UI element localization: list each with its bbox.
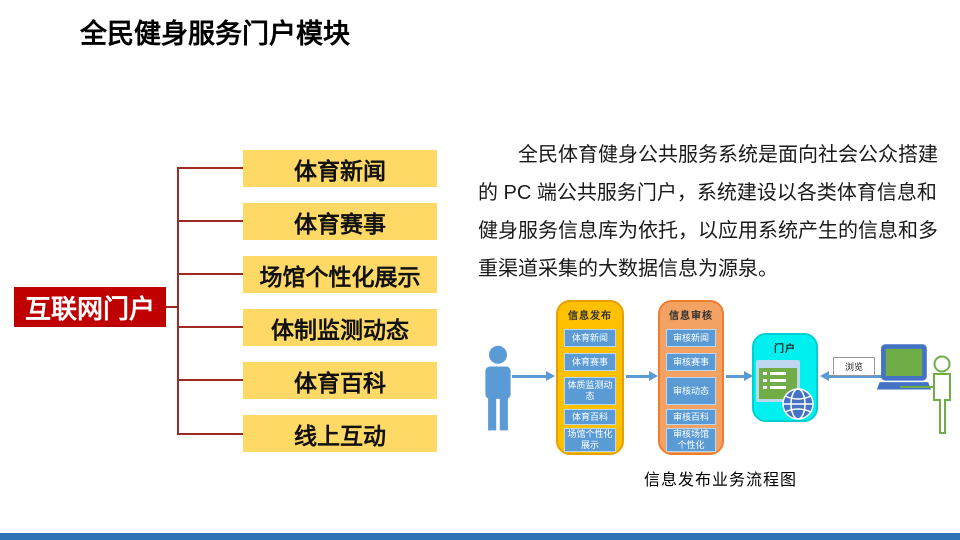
flow-arrow-4-line — [829, 375, 895, 378]
tree-connector-stub — [177, 220, 243, 222]
tree-connector-vertical — [177, 167, 179, 435]
tree-leaf-encyclopedia: 体育百科 — [243, 362, 437, 399]
flow-arrow-3-head — [744, 371, 753, 381]
flow-group-publish-title: 信息发布 — [568, 311, 612, 322]
page-title: 全民健身服务门户模块 — [80, 19, 350, 49]
flow-group-publish: 信息发布 体育新闻 体育赛事 体质监测动态 体育百科 场馆个性化展示 — [556, 300, 624, 455]
tree-leaf-online-interaction: 线上互动 — [243, 415, 437, 452]
flow-group-portal-title: 门户 — [774, 344, 796, 355]
browser-globe-icon — [756, 360, 814, 420]
tree-root-internet-portal: 互联网门户 — [14, 287, 166, 327]
flow-arrow-1-head — [546, 371, 555, 381]
flow-step-review-venue: 审核场馆个性化 — [666, 428, 716, 452]
flow-step-publish-news: 体育新闻 — [564, 329, 616, 347]
tree-connector-root-stub — [166, 306, 177, 308]
laptop-icon — [876, 344, 931, 390]
flow-step-publish-events: 体育赛事 — [564, 353, 616, 371]
tree-leaf-venue-display: 场馆个性化展示 — [243, 256, 437, 293]
flow-arrow-2-head — [649, 371, 658, 381]
tree-connector-stub — [177, 273, 243, 275]
flow-step-review-monitoring: 审核动态 — [666, 377, 716, 405]
tree-connector-stub — [177, 167, 243, 169]
description-paragraph: 全民体育健身公共服务系统是面向社会公众搭建的 PC 端公共服务门户，系统建设以各… — [478, 144, 938, 280]
tree-connector-stub — [177, 379, 243, 381]
tree-connector-stub — [177, 433, 243, 435]
flow-group-portal: 门户 — [752, 333, 818, 422]
flow-group-review-title: 信息审核 — [669, 311, 713, 322]
flow-arrow-4-head — [820, 371, 829, 381]
tree-leaf-sports-events: 体育赛事 — [243, 203, 437, 240]
flow-caption: 信息发布业务流程图 — [644, 472, 798, 489]
tree-connector-stub — [177, 326, 243, 328]
flow-step-publish-venue: 场馆个性化展示 — [564, 428, 616, 452]
flow-group-review: 信息审核 审核新闻 审核赛事 审核动态 审核百科 审核场馆个性化 — [658, 300, 724, 455]
browse-label: 浏览 — [833, 357, 875, 376]
tree-leaf-monitoring: 体制监测动态 — [243, 309, 437, 346]
flow-step-review-events: 审核赛事 — [666, 353, 716, 371]
flow-arrow-2-line — [626, 375, 649, 378]
person-outline-icon — [900, 355, 951, 434]
tree-leaf-sports-news: 体育新闻 — [243, 150, 437, 187]
flow-step-review-news: 审核新闻 — [666, 329, 716, 347]
flow-arrow-1-line — [512, 375, 546, 378]
flow-step-publish-monitoring: 体质监测动态 — [564, 377, 616, 405]
user-icon — [485, 345, 511, 431]
flow-step-publish-encyclopedia: 体育百科 — [564, 409, 616, 425]
flow-arrow-3-line — [726, 375, 744, 378]
flow-step-review-encyclopedia: 审核百科 — [666, 409, 716, 425]
bottom-accent-bar — [0, 533, 960, 540]
